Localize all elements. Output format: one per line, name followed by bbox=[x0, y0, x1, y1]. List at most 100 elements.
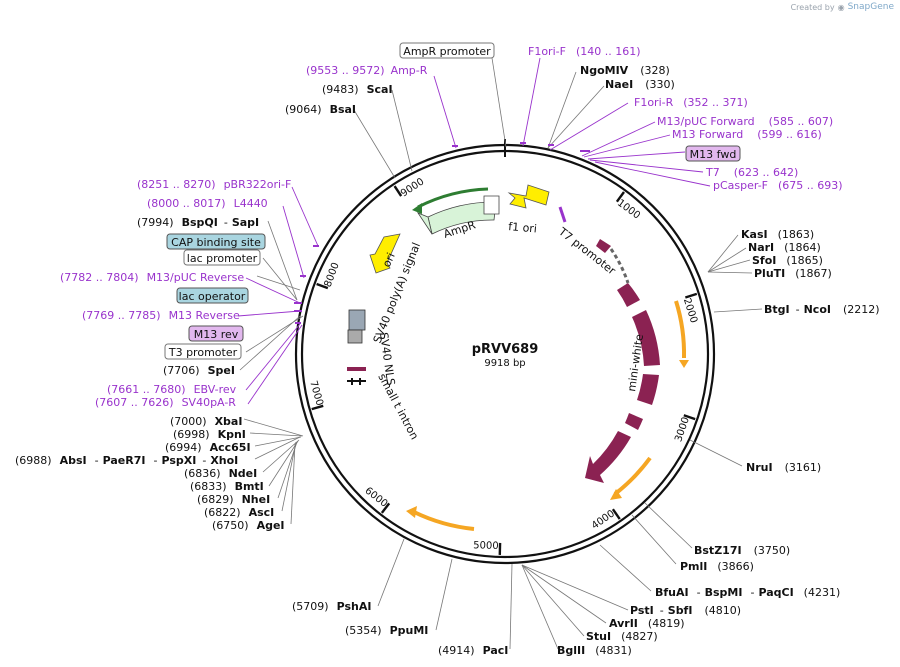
primer-m13-puc-forward[interactable]: M13/pUC Forward(585 .. 607) bbox=[657, 115, 833, 128]
mini-white-dash bbox=[609, 248, 630, 284]
mini-white-seg-4[interactable] bbox=[637, 374, 659, 405]
enzyme-kpni[interactable]: (6998)KpnI bbox=[173, 428, 246, 441]
primer-leaders bbox=[237, 57, 711, 405]
cap-binding-site-label: CAP binding site bbox=[171, 236, 261, 249]
primer-amp-r[interactable]: (9553 .. 9572)Amp-R bbox=[306, 64, 428, 77]
ampr-outer-arc-head bbox=[412, 203, 422, 214]
mini-white-big-arrow[interactable] bbox=[585, 431, 631, 483]
mini-white-seg-5[interactable] bbox=[625, 413, 643, 430]
primer-l4440[interactable]: (8000 .. 8017)L4440 bbox=[147, 197, 268, 210]
lac-promoter-label: lac promoter bbox=[187, 252, 258, 265]
enzyme-bglii[interactable]: BglII(4831) bbox=[557, 644, 632, 657]
enzyme-nari[interactable]: NarI(1864) bbox=[748, 241, 821, 254]
enzyme-acc65i[interactable]: (6994)Acc65I bbox=[165, 441, 251, 454]
enzyme-spei[interactable]: (7706)SpeI bbox=[163, 364, 235, 377]
enzyme-naei[interactable]: NaeI(330) bbox=[605, 78, 675, 91]
feature-label-t7-promoter: T7 promoter bbox=[555, 225, 618, 278]
primer-t7[interactable]: T7(623 .. 642) bbox=[705, 166, 798, 179]
enzyme-bfuai[interactable]: BfuAI-BspMI-PaqCI(4231) bbox=[655, 586, 840, 599]
enzyme-btgi[interactable]: BtgI-NcoI(2212) bbox=[764, 303, 880, 316]
primer-f1ori-r[interactable]: F1ori-R(352 .. 371) bbox=[634, 96, 748, 109]
enzyme-asci[interactable]: (6822)AscI bbox=[204, 506, 274, 519]
enzyme-scai[interactable]: (9483)ScaI bbox=[322, 83, 393, 96]
enzyme-ndei[interactable]: (6836)NdeI bbox=[184, 467, 257, 480]
ori-arrow[interactable] bbox=[369, 233, 401, 274]
lac-operator-box[interactable]: lac operator bbox=[176, 287, 249, 304]
primer-m13-forward[interactable]: M13 Forward(599 .. 616) bbox=[672, 128, 822, 141]
primer-sv40pa-r[interactable]: (7607 .. 7626)SV40pA-R bbox=[95, 396, 236, 409]
position-label-4000: 4000 bbox=[590, 508, 617, 532]
lac-operator-label: lac operator bbox=[179, 290, 246, 303]
enzyme-bstz17i[interactable]: BstZ17I(3750) bbox=[694, 544, 790, 557]
position-label-6000: 6000 bbox=[363, 485, 390, 509]
primer-m13-reverse[interactable]: (7769 .. 7785)M13 Reverse bbox=[82, 309, 240, 322]
t3-promoter-box[interactable]: T3 promoter bbox=[164, 343, 242, 360]
mini-white-seg-3[interactable] bbox=[632, 310, 660, 366]
enzyme-sfoi[interactable]: SfoI(1865) bbox=[752, 254, 823, 267]
watermark-brand: SnapGene bbox=[847, 2, 894, 12]
feature-label-f1-ori: f1 ori bbox=[508, 220, 538, 235]
enzyme-psti[interactable]: PstI-SbfI(4810) bbox=[630, 604, 741, 617]
ampr-promoter-label: AmpR promoter bbox=[403, 45, 491, 58]
watermark-text: Created by bbox=[790, 2, 835, 12]
m13-rev-box[interactable]: M13 rev bbox=[188, 325, 244, 342]
enzyme-nhei[interactable]: (6829)NheI bbox=[197, 493, 270, 506]
enzyme-agei[interactable]: (6750)AgeI bbox=[212, 519, 285, 532]
f1-ori-arrow[interactable] bbox=[507, 184, 550, 209]
m13-rev-label: M13 rev bbox=[194, 328, 239, 341]
t3-promoter-label: T3 promoter bbox=[168, 346, 238, 359]
enzyme-avrii[interactable]: AvrII(4819) bbox=[609, 617, 684, 630]
leader-lines bbox=[239, 57, 763, 650]
m13-fwd-box[interactable]: M13 fwd bbox=[685, 145, 741, 162]
position-label-5000: 5000 bbox=[473, 540, 499, 552]
cap-binding-site-box[interactable]: CAP binding site bbox=[166, 233, 266, 250]
enzyme-bspqi[interactable]: (7994)BspQI-SapI bbox=[137, 216, 259, 229]
mini-white-seg-2[interactable] bbox=[617, 283, 640, 307]
position-tick-7000 bbox=[311, 404, 324, 411]
plasmid-name: pRVV689 bbox=[472, 342, 539, 357]
position-tick-6000 bbox=[380, 502, 391, 514]
position-tick-8000 bbox=[316, 282, 329, 290]
orange-arc-lower-right bbox=[613, 456, 652, 496]
enzyme-paci[interactable]: (4914)PacI bbox=[438, 644, 508, 657]
enzyme-bmti[interactable]: (6833)BmtI bbox=[190, 480, 264, 493]
enzyme-bsai[interactable]: (9064)BsaI bbox=[285, 103, 356, 116]
primer-pbr322ori-f[interactable]: (8251 .. 8270)pBR322ori-F bbox=[137, 178, 291, 191]
lac-promoter-box[interactable]: lac promoter bbox=[183, 249, 261, 266]
primer-f1ori-f[interactable]: F1ori-F(140 .. 161) bbox=[528, 45, 641, 58]
position-label-9000: 9000 bbox=[399, 176, 426, 199]
primer-ticks bbox=[294, 142, 590, 324]
ampr-arrow-head[interactable] bbox=[416, 212, 433, 235]
primer-pcasper-f[interactable]: pCasper-F(675 .. 693) bbox=[713, 179, 843, 192]
enzyme-pluti[interactable]: PluTI(1867) bbox=[754, 267, 832, 280]
enzyme-pmli[interactable]: PmlI(3866) bbox=[680, 560, 754, 573]
orange-arc-right-head bbox=[679, 360, 689, 368]
primer-ebv-rev[interactable]: (7661 .. 7680)EBV-rev bbox=[107, 383, 237, 396]
sv40-polya-block[interactable] bbox=[348, 309, 366, 331]
enzyme-nrui[interactable]: NruI(3161) bbox=[746, 461, 821, 474]
enzyme-pshai[interactable]: (5709)PshAI bbox=[292, 600, 371, 613]
enzyme-absi[interactable]: (6988)AbsI-PaeR7I-PspXI-XhoI bbox=[15, 454, 238, 467]
enzyme-stui[interactable]: StuI(4827) bbox=[586, 630, 658, 643]
ampr-promoter-block[interactable] bbox=[483, 195, 500, 215]
enzyme-ppumi[interactable]: (5354)PpuMI bbox=[345, 624, 428, 637]
ampr-promoter-box[interactable]: AmpR promoter bbox=[399, 42, 495, 59]
m13-fwd-label: M13 fwd bbox=[690, 148, 737, 161]
position-tick-1000 bbox=[615, 191, 625, 203]
sv40-polya-grey bbox=[347, 329, 363, 344]
orange-arc-bottom bbox=[413, 510, 475, 531]
t7-promoter-mark bbox=[558, 206, 567, 223]
position-label-8000: 8000 bbox=[323, 261, 342, 289]
plasmid-length: 9918 bp bbox=[484, 358, 525, 369]
position-label-2000: 2000 bbox=[681, 297, 699, 325]
position-tick-9000 bbox=[393, 185, 403, 197]
position-label-7000: 7000 bbox=[307, 380, 325, 407]
enzyme-ngomiv[interactable]: NgoMIV(328) bbox=[580, 64, 670, 77]
mini-white-seg-1[interactable] bbox=[596, 239, 611, 253]
primer-m13-puc-reverse[interactable]: (7782 .. 7804)M13/pUC Reverse bbox=[60, 271, 244, 284]
enzyme-kasi[interactable]: KasI(1863) bbox=[741, 228, 814, 241]
sv40-nls-mark[interactable] bbox=[347, 367, 366, 371]
enzyme-xbai[interactable]: (7000)XbaI bbox=[170, 415, 242, 428]
feature-label-small-t: small t intron bbox=[375, 371, 421, 442]
position-tick-3000 bbox=[683, 414, 696, 421]
